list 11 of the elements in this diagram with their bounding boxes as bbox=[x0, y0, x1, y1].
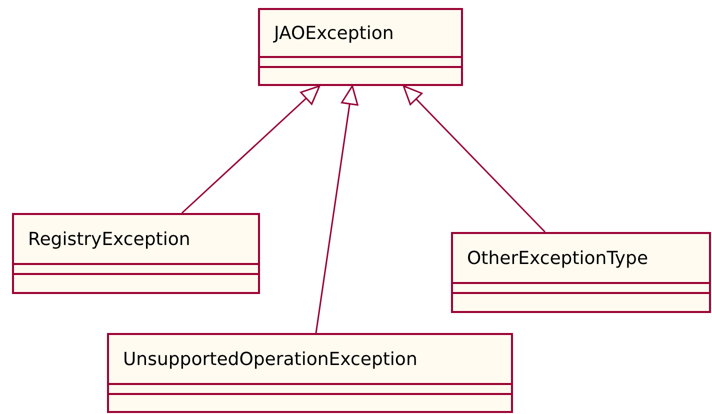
class-name: UnsupportedOperationException bbox=[123, 348, 418, 370]
class-box bbox=[258, 8, 463, 86]
class-name: OtherExceptionType bbox=[467, 248, 648, 268]
generalization-arrow bbox=[182, 85, 320, 214]
class-box bbox=[107, 333, 513, 413]
generalization-arrow bbox=[402, 85, 546, 233]
class-box bbox=[12, 213, 260, 294]
class-name: RegistryException bbox=[28, 228, 190, 250]
class-name: JAOException bbox=[274, 22, 394, 44]
generalization-arrow bbox=[315, 85, 358, 334]
class-box bbox=[451, 232, 711, 313]
